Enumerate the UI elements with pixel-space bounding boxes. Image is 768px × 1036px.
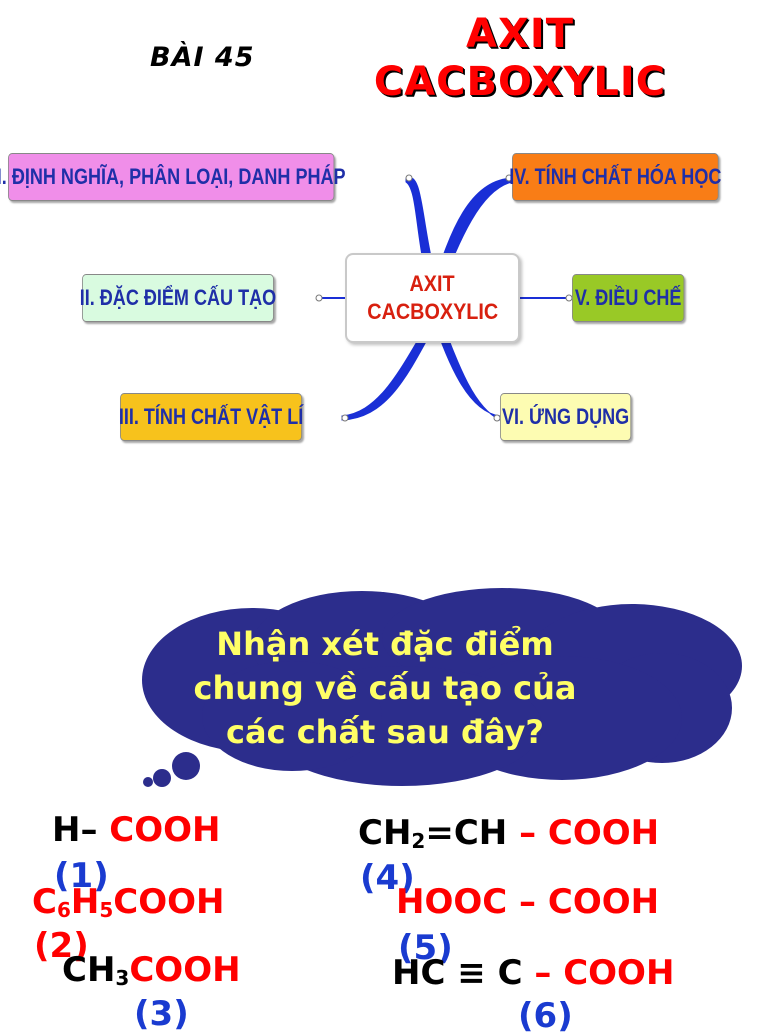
compound-3-ch: CH bbox=[62, 950, 116, 990]
compound-6-cooh: – COOH bbox=[534, 953, 675, 993]
branch-structure[interactable]: II. ĐẶC ĐIỂM CẤU TẠO bbox=[79, 274, 277, 322]
compound-3-sub: 3 bbox=[115, 966, 130, 990]
compound-2: C6H5COOH bbox=[32, 882, 224, 930]
compound-5: HOOC – COOH bbox=[396, 882, 660, 922]
compound-6-hc: HC ≡ C bbox=[392, 953, 535, 993]
knob-3 bbox=[341, 414, 349, 422]
compound-4-cooh: – COOH bbox=[519, 813, 660, 853]
compound-6-number: (6) bbox=[518, 996, 573, 1036]
lesson-number: BÀI 45 bbox=[150, 42, 255, 73]
mind-map: I. ĐỊNH NGHĨA, PHÂN LOẠI, DANH PHÁP II. … bbox=[0, 140, 768, 450]
compound-1: H– COOH bbox=[52, 810, 221, 850]
branch-label: IV. TÍNH CHẤT HÓA HỌC bbox=[509, 164, 722, 189]
center-line-2: CACBOXYLIC bbox=[367, 299, 498, 324]
center-line-1: AXIT bbox=[409, 271, 456, 296]
title-line-1: AXIT bbox=[466, 11, 574, 57]
compound-4-sub: 2 bbox=[411, 829, 426, 853]
branch-applications[interactable]: VI. ỨNG DỤNG bbox=[500, 393, 632, 441]
page-title: AXIT CACBOXYLIC bbox=[330, 10, 710, 106]
compound-2-cooh: COOH bbox=[113, 882, 225, 922]
branch-label: I. ĐỊNH NGHĨA, PHÂN LOẠI, DANH PHÁP bbox=[0, 164, 346, 189]
compound-2-sub1: 6 bbox=[56, 898, 71, 922]
compound-3-number: (3) bbox=[134, 994, 189, 1034]
branch-label: III. TÍNH CHẤT VẬT LÍ bbox=[118, 404, 304, 429]
compound-3: CH3COOH bbox=[62, 950, 241, 998]
compound-2-c: C bbox=[32, 882, 57, 922]
compound-1-number: (1) bbox=[54, 856, 109, 896]
question-text: Nhận xét đặc điểm chung về cấu tạo của c… bbox=[193, 625, 577, 751]
branch-physical-properties[interactable]: III. TÍNH CHẤT VẬT LÍ bbox=[118, 393, 304, 441]
branch-preparation[interactable]: V. ĐIỀU CHẾ bbox=[572, 274, 685, 322]
thought-cloud bbox=[142, 588, 742, 787]
compound-4-ch2: =CH bbox=[425, 813, 520, 853]
branch-chemical-properties[interactable]: IV. TÍNH CHẤT HÓA HỌC bbox=[509, 153, 722, 201]
branch-definition[interactable]: I. ĐỊNH NGHĨA, PHÂN LOẠI, DANH PHÁP bbox=[0, 153, 346, 201]
compound-1-cooh: COOH bbox=[109, 810, 221, 850]
knob-1 bbox=[405, 174, 413, 182]
branch-label: V. ĐIỀU CHẾ bbox=[574, 285, 682, 310]
compound-1-part: H– bbox=[52, 810, 110, 850]
compound-4-number: (4) bbox=[360, 858, 415, 898]
branch-label: VI. ỨNG DỤNG bbox=[501, 404, 630, 429]
branch-label: II. ĐẶC ĐIỂM CẤU TẠO bbox=[79, 285, 277, 310]
compound-4: CH2=CH – COOH bbox=[358, 813, 659, 861]
compound-2-number: (2) bbox=[34, 926, 89, 966]
compound-4-ch: CH bbox=[358, 813, 412, 853]
knob-2 bbox=[315, 294, 323, 302]
mind-map-center[interactable]: AXIT CACBOXYLIC bbox=[345, 253, 520, 343]
compound-3-cooh: COOH bbox=[129, 950, 241, 990]
compound-2-h: H bbox=[70, 882, 100, 922]
compound-6: HC ≡ C – COOH bbox=[392, 953, 674, 993]
compound-5-number: (5) bbox=[398, 928, 453, 968]
title-line-2: CACBOXYLIC bbox=[373, 59, 667, 105]
compound-2-sub2: 5 bbox=[99, 898, 114, 922]
